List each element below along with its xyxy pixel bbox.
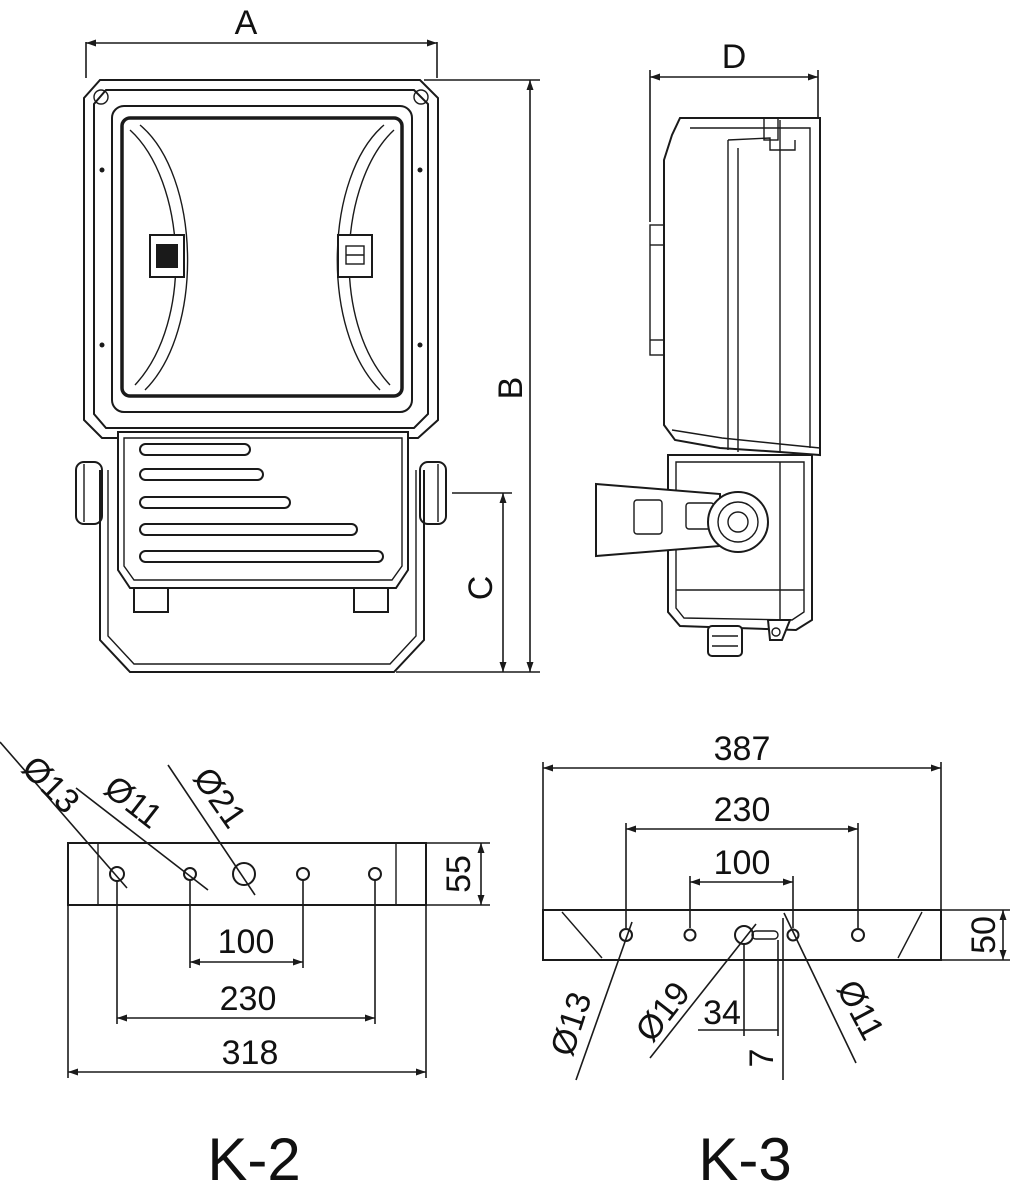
k2-label-spacing-100: 100	[218, 923, 275, 961]
k2-label-hole-11: Ø11	[97, 768, 169, 836]
k3-label-spacing-100: 100	[714, 844, 771, 882]
front-dimensions: A B C	[85, 4, 540, 673]
k3-hole-11-left	[683, 928, 697, 942]
k3-label-slot-width: 7	[743, 1049, 781, 1068]
dim-label-a: A	[235, 4, 258, 42]
k2-label-hole-21: Ø21	[185, 761, 253, 835]
k3-label-spacing-230: 230	[714, 791, 771, 829]
k2-caption: K-2	[207, 1126, 300, 1193]
bracket-k3: 387 230 100 50 Ø13 Ø19 Ø11 34 7 K-3	[542, 730, 1010, 1193]
k3-hole-11-center	[786, 928, 800, 942]
dim-label-d: D	[722, 38, 747, 76]
k3-caption: K-3	[698, 1126, 791, 1193]
dim-label-c: C	[462, 576, 500, 601]
k2-label-height: 55	[440, 855, 478, 893]
k3-label-length: 387	[714, 730, 771, 768]
front-view	[75, 79, 447, 673]
k3-slot	[751, 930, 779, 940]
k3-label-hole-13: Ø13	[543, 988, 599, 1061]
k2-label-length: 318	[222, 1034, 279, 1072]
k2-label-hole-13: Ø13	[14, 749, 86, 821]
bracket-k2: Ø13 Ø11 Ø21 55 100 230 318 K-2	[0, 741, 490, 1193]
k3-hole-11-right	[851, 928, 865, 942]
k3-label-height: 50	[965, 916, 1003, 954]
k2-hole-21	[232, 862, 256, 886]
k3-label-hole-11: Ø11	[829, 974, 892, 1046]
k3-label-slot-length: 34	[703, 994, 741, 1032]
side-dimensions: D	[649, 38, 819, 222]
dim-label-b: B	[492, 377, 530, 400]
k2-label-spacing-230: 230	[220, 980, 277, 1018]
side-view	[595, 117, 821, 657]
